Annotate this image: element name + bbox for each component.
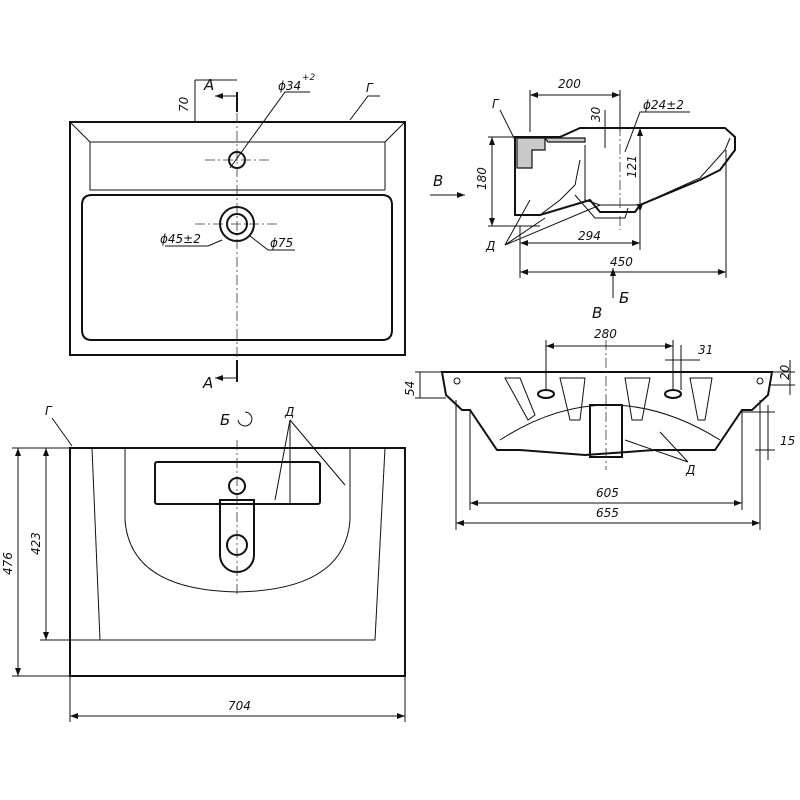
dim-200-ext <box>529 90 621 132</box>
dim-450-label: 450 <box>610 255 633 269</box>
dim-d45-label: ϕ45±2 <box>160 232 201 246</box>
section-g-leader <box>499 109 516 141</box>
dim-704-label: 704 <box>228 699 251 713</box>
dim-121-label: 121 <box>625 155 639 178</box>
section-d-label: Д <box>485 239 495 253</box>
section-outline <box>514 127 736 216</box>
dim-180-label: 180 <box>475 167 489 190</box>
dim-294-label: 294 <box>578 229 601 243</box>
dim-d75-leader <box>249 235 295 251</box>
dim-d75-label: ϕ75 <box>270 236 293 250</box>
view-b-title: Б <box>220 411 230 429</box>
section-hatch-rim <box>516 137 546 169</box>
dim-d45-leader <box>165 239 223 247</box>
rear-outline <box>440 371 774 457</box>
bottom-g-label: Г <box>45 404 53 418</box>
dim-200-label: 200 <box>558 77 581 91</box>
bottom-bowl-outline <box>124 448 351 593</box>
side-section: 200 30 ϕ24±2 121 180 Г Д 294 450 В Б В <box>430 77 736 322</box>
rear-d-leaders <box>624 431 689 463</box>
dim-d34-label: ϕ34 <box>278 79 301 93</box>
dim-20-line <box>770 360 795 395</box>
dim-655-ext <box>455 400 761 530</box>
bottom-inner-skirt <box>91 447 386 641</box>
section-a-top-label: А <box>203 76 214 94</box>
label-g-top: Г <box>366 81 374 95</box>
dim-31-label: 31 <box>698 343 713 357</box>
dim-70-label: 70 <box>177 96 191 112</box>
dim-30-label: 30 <box>589 106 603 122</box>
view-b-label: Б <box>619 289 629 307</box>
dim-605-label: 605 <box>596 486 619 500</box>
dim-280-label: 280 <box>594 327 617 341</box>
dim-15-label: 15 <box>780 434 795 448</box>
dim-d34-tol: +2 <box>302 73 316 83</box>
dim-31-line <box>665 345 700 390</box>
bottom-drain-housing <box>219 499 255 573</box>
rear-hole-left <box>453 377 461 385</box>
bottom-d-label: Д <box>284 405 294 419</box>
dim-280-ext <box>545 340 674 390</box>
rear-hole-right <box>756 377 764 385</box>
top-rim-inner <box>90 141 386 190</box>
section-a-bottom-label: А <box>202 374 213 392</box>
dim-d34-leader <box>229 91 310 169</box>
bottom-shelf-cutout <box>154 461 321 505</box>
section-d-leaders <box>504 199 601 246</box>
bottom-view: Б Г Д 476 423 704 <box>1 404 406 722</box>
dim-476-label: 476 <box>1 552 15 575</box>
top-shelf <box>89 142 385 191</box>
section-g-label: Г <box>492 97 500 111</box>
rear-ribs <box>504 377 713 421</box>
section-hatch-top <box>543 137 586 143</box>
dim-476-ext <box>12 447 70 677</box>
dim-423-label: 423 <box>29 532 43 555</box>
rear-d-label: Д <box>685 463 695 477</box>
dim-20-label: 20 <box>778 364 792 380</box>
rear-view: 280 31 54 20 15 Д 605 655 <box>403 327 795 530</box>
top-bowl <box>81 194 393 341</box>
dim-d24-leader <box>624 111 690 153</box>
dim-d24-label: ϕ24±2 <box>643 98 684 112</box>
section-drain-pipe <box>574 194 629 219</box>
dim-655-label: 655 <box>596 506 619 520</box>
view-v-title: В <box>592 304 602 322</box>
top-outline <box>69 121 406 356</box>
dim-54-label: 54 <box>403 381 417 396</box>
dim-605-ext <box>469 410 743 510</box>
rear-slot-left <box>537 389 555 399</box>
dim-70-line <box>194 79 237 122</box>
top-view: А А 70 ϕ34 +2 Г ϕ45±2 ϕ75 <box>69 73 406 392</box>
bottom-g-leader <box>51 417 73 447</box>
rear-slot-right <box>664 389 682 399</box>
bottom-d-leaders <box>274 419 346 505</box>
dim-15-line <box>742 405 775 460</box>
view-b-rotate-icon <box>237 411 253 427</box>
bottom-outline <box>69 447 406 677</box>
label-g-leader <box>349 95 380 121</box>
top-rim-corners <box>69 121 406 143</box>
view-v-arrow-label: В <box>433 172 443 190</box>
